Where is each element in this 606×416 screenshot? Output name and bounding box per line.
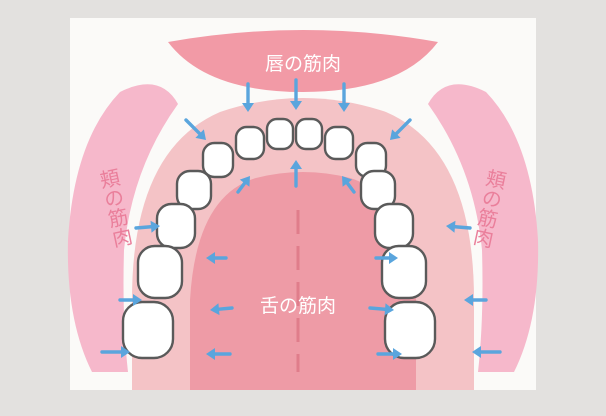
- tooth: [294, 117, 324, 151]
- cheek-muscle-right: [428, 84, 539, 373]
- pressure-arrow: [242, 82, 254, 112]
- pressure-arrow: [236, 176, 250, 194]
- pressure-arrow: [342, 176, 356, 194]
- tooth: [121, 300, 175, 360]
- pressure-arrow: [374, 252, 398, 264]
- pressure-arrow: [184, 118, 206, 140]
- cheek-muscle-left: [67, 84, 178, 373]
- pressure-arrow: [472, 346, 502, 358]
- pressure-arrow: [446, 220, 472, 233]
- tooth: [265, 117, 295, 151]
- tooth: [373, 202, 415, 250]
- pressure-arrows: [100, 78, 502, 360]
- pressure-arrow: [118, 294, 142, 306]
- pressure-arrow: [210, 303, 234, 316]
- tooth: [323, 125, 355, 161]
- tooth: [380, 244, 428, 300]
- tongue-muscle-label: 舌の筋肉: [260, 295, 336, 317]
- tooth: [155, 202, 197, 250]
- pressure-arrow: [206, 348, 232, 360]
- pressure-arrow: [338, 82, 350, 112]
- tooth: [201, 141, 235, 179]
- pressure-arrow: [390, 118, 412, 140]
- lip-muscle: [168, 30, 438, 92]
- lip-muscle-label: 唇の筋肉: [265, 53, 341, 75]
- pressure-arrow: [464, 294, 488, 306]
- pressure-arrow: [290, 78, 302, 110]
- tongue: [190, 172, 416, 390]
- pressure-arrow: [290, 160, 302, 188]
- tooth: [383, 300, 437, 360]
- pressure-arrow: [134, 220, 160, 233]
- teeth-arch: [121, 117, 437, 360]
- pressure-arrow: [206, 252, 228, 264]
- tooth: [175, 169, 213, 211]
- pressure-arrow: [368, 303, 394, 316]
- pressure-arrow: [376, 348, 402, 360]
- tooth: [234, 125, 266, 161]
- tooth: [136, 244, 184, 300]
- pressure-arrow: [100, 346, 130, 358]
